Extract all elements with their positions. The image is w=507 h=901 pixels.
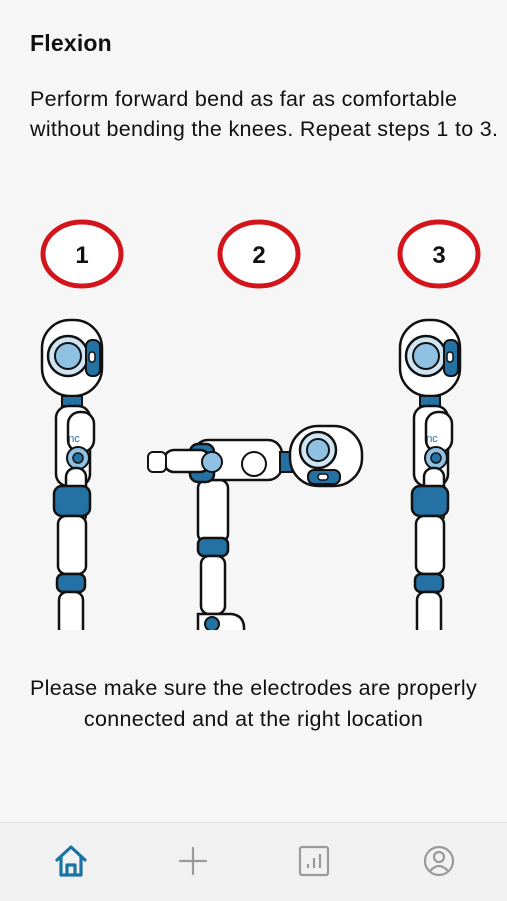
- step-3: 3 nc: [397, 219, 481, 630]
- user-icon: [423, 845, 455, 877]
- robot-bending-figure: [146, 424, 364, 630]
- robot-chest-logo: nc: [426, 433, 438, 445]
- screen-content: Flexion Perform forward bend as far as c…: [29, 30, 499, 731]
- tab-reports[interactable]: [294, 841, 334, 881]
- exercise-steps-illustration: 1 nc 2 3 nc: [40, 219, 481, 630]
- step-1: 1 nc: [40, 219, 124, 630]
- robot-chest-logo: nc: [68, 433, 80, 445]
- bottom-tab-bar: [0, 822, 507, 901]
- step-number: 2: [252, 242, 265, 269]
- electrode-note: Please make sure the electrodes are prop…: [29, 676, 477, 731]
- tab-add[interactable]: [173, 841, 213, 881]
- chart-icon: [298, 845, 330, 877]
- tab-home[interactable]: [51, 841, 91, 881]
- home-icon: [55, 845, 87, 877]
- robot-standing-figure: [40, 318, 104, 630]
- step-circle: [217, 219, 301, 289]
- page-title: Flexion: [30, 30, 112, 56]
- instructions-text: Perform forward bend as far as comfortab…: [30, 87, 499, 141]
- step-2: 2: [146, 219, 364, 630]
- tab-profile[interactable]: [419, 841, 459, 881]
- robot-standing-figure: [398, 318, 462, 630]
- step-number: 3: [432, 242, 445, 269]
- step-circle: [40, 219, 124, 289]
- step-number: 1: [75, 242, 88, 269]
- step-circle: [397, 219, 481, 289]
- plus-icon: [178, 846, 208, 876]
